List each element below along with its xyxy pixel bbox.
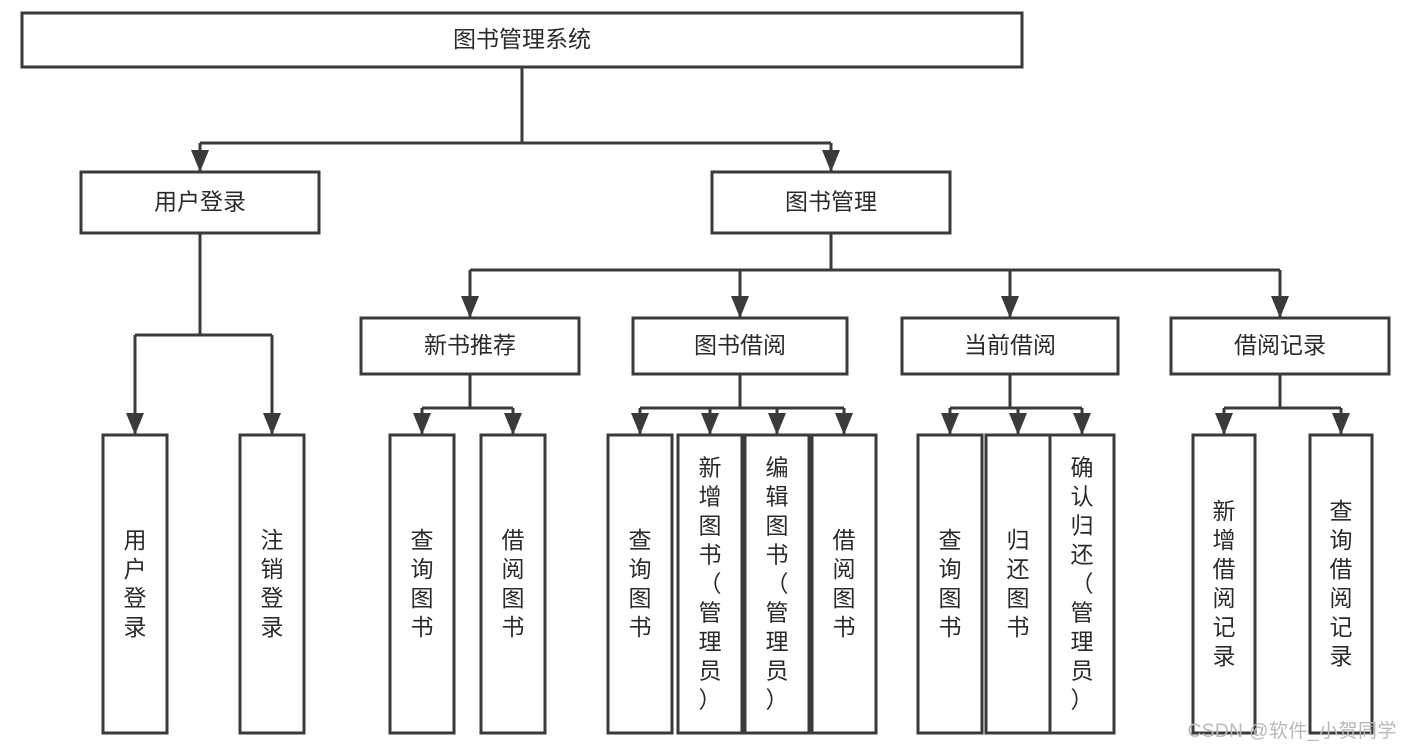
node-leaf-query-book-2[interactable]: 查询图书 xyxy=(606,433,674,735)
node-label: 新书推荐 xyxy=(424,332,516,358)
node-label: 图书管理 xyxy=(785,189,877,215)
arrow-head-icon xyxy=(413,413,431,435)
node-box xyxy=(1191,433,1257,735)
node-box xyxy=(20,11,1024,69)
node-label: 借阅图书 xyxy=(833,527,856,640)
node-box xyxy=(710,170,952,235)
node-label: 编辑图书（管理员） xyxy=(766,455,789,713)
arrow-head-icon xyxy=(631,413,649,435)
node-leaf-query-book-3[interactable]: 查询图书 xyxy=(916,433,984,735)
arrow-head-icon xyxy=(941,413,959,435)
node-leaf-user-login[interactable]: 用户登录 xyxy=(101,433,169,735)
node-leaf-edit-book[interactable]: 编辑图书（管理员） xyxy=(743,433,811,735)
node-box xyxy=(479,433,547,735)
node-borrow-record[interactable]: 借阅记录 xyxy=(1169,316,1391,376)
arrow-head-icon xyxy=(768,413,786,435)
arrow-head-icon xyxy=(461,296,479,318)
arrow-head-icon xyxy=(1271,296,1289,318)
node-user-login[interactable]: 用户登录 xyxy=(79,170,321,235)
node-box xyxy=(388,433,456,735)
node-label: 查询图书 xyxy=(939,527,962,640)
node-leaf-query-book-1[interactable]: 查询图书 xyxy=(388,433,456,735)
node-leaf-confirm-return[interactable]: 确认归还（管理员） xyxy=(1048,433,1116,735)
node-box xyxy=(606,433,674,735)
node-root[interactable]: 图书管理系统 xyxy=(20,11,1024,69)
node-label: 图书借阅 xyxy=(694,332,786,358)
arrow-head-icon xyxy=(822,150,840,172)
node-book-manage[interactable]: 图书管理 xyxy=(710,170,952,235)
node-box xyxy=(984,433,1052,735)
node-current-borrow[interactable]: 当前借阅 xyxy=(900,316,1120,376)
node-label: 借阅图书 xyxy=(502,527,525,640)
arrow-head-icon xyxy=(191,150,209,172)
node-leaf-add-book[interactable]: 新增图书（管理员） xyxy=(676,433,744,735)
arrow-head-icon xyxy=(504,413,522,435)
node-label: 当前借阅 xyxy=(964,332,1056,358)
arrow-head-icon xyxy=(701,413,719,435)
connectors-layer xyxy=(126,67,1350,435)
node-box xyxy=(1048,433,1116,735)
node-box xyxy=(238,433,306,735)
node-label: 查询图书 xyxy=(629,527,652,640)
node-label: 注销登录 xyxy=(261,527,284,640)
arrow-head-icon xyxy=(1332,413,1350,435)
node-label: 查询图书 xyxy=(411,527,434,640)
node-box xyxy=(631,316,849,376)
node-box xyxy=(1308,433,1374,735)
arrow-head-icon xyxy=(1215,413,1233,435)
node-book-borrow[interactable]: 图书借阅 xyxy=(631,316,849,376)
node-label: 查询借阅记录 xyxy=(1330,498,1353,669)
node-label: 用户登录 xyxy=(154,189,246,215)
node-label: 新增借阅记录 xyxy=(1213,498,1236,669)
node-box xyxy=(101,433,169,735)
arrow-head-icon xyxy=(1073,413,1091,435)
node-label: 新增图书（管理员） xyxy=(699,455,722,713)
arrow-head-icon xyxy=(126,413,144,435)
node-label: 用户登录 xyxy=(124,527,147,640)
node-box xyxy=(743,433,811,735)
arrow-head-icon xyxy=(731,296,749,318)
arrow-head-icon xyxy=(835,413,853,435)
arrow-head-icon xyxy=(1001,296,1019,318)
node-box xyxy=(810,433,878,735)
node-leaf-return-book[interactable]: 归还图书 xyxy=(984,433,1052,735)
node-label: 归还图书 xyxy=(1007,527,1030,640)
node-box xyxy=(79,170,321,235)
node-label: 借阅记录 xyxy=(1234,332,1326,358)
node-leaf-add-record[interactable]: 新增借阅记录 xyxy=(1191,433,1257,735)
node-label: 图书管理系统 xyxy=(453,26,591,52)
node-leaf-borrow-book-2[interactable]: 借阅图书 xyxy=(810,433,878,735)
node-box xyxy=(900,316,1120,376)
node-box xyxy=(359,316,581,376)
nodes-layer: 图书管理系统用户登录图书管理新书推荐图书借阅当前借阅借阅记录用户登录注销登录查询… xyxy=(20,11,1391,735)
arrow-head-icon xyxy=(1009,413,1027,435)
node-leaf-query-record[interactable]: 查询借阅记录 xyxy=(1308,433,1374,735)
arrow-head-icon xyxy=(263,413,281,435)
node-leaf-borrow-book-1[interactable]: 借阅图书 xyxy=(479,433,547,735)
node-leaf-logout[interactable]: 注销登录 xyxy=(238,433,306,735)
node-box xyxy=(916,433,984,735)
node-new-book-rec[interactable]: 新书推荐 xyxy=(359,316,581,376)
node-box xyxy=(676,433,744,735)
node-label: 确认归还（管理员） xyxy=(1071,455,1094,713)
node-box xyxy=(1169,316,1391,376)
